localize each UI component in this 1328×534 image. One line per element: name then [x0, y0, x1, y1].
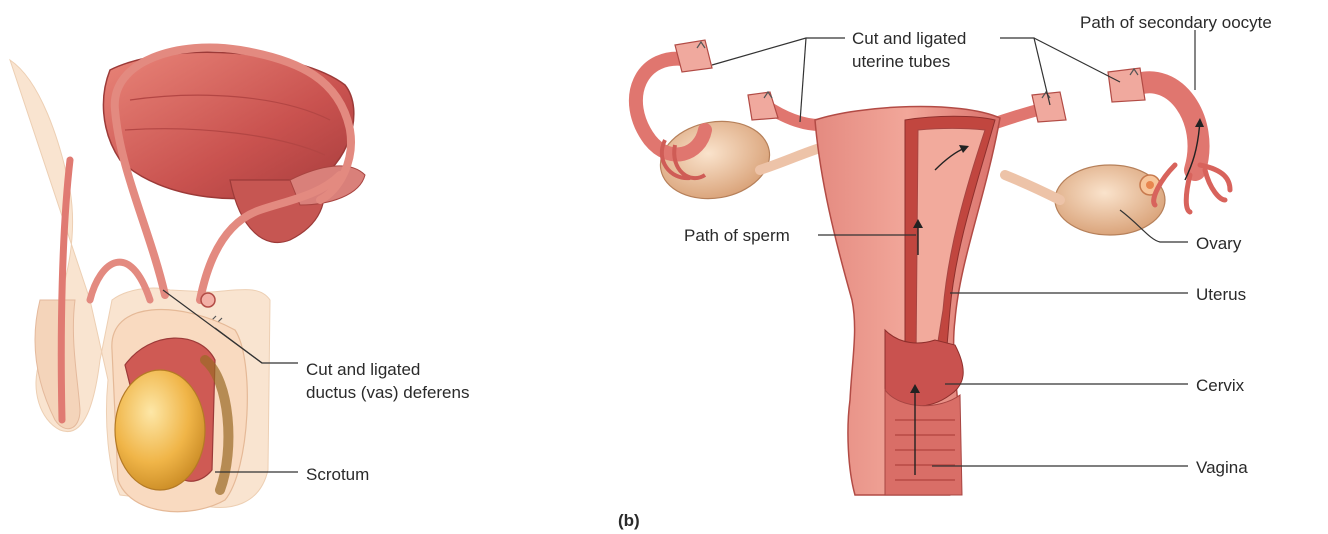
- testis: [115, 370, 205, 490]
- label-ductus-deferens-line1: Cut and ligated: [306, 360, 420, 379]
- label-sperm-path: Path of sperm: [684, 226, 790, 245]
- label-uterine-tubes-line1: Cut and ligated: [852, 29, 966, 48]
- female-anatomy: [636, 40, 1230, 495]
- label-oocyte-path: Path of secondary oocyte: [1080, 13, 1272, 32]
- left-uterine-tube-distal: [636, 59, 705, 155]
- label-uterus: Uterus: [1196, 285, 1246, 304]
- label-scrotum: Scrotum: [306, 465, 369, 484]
- label-ovary: Ovary: [1196, 234, 1242, 253]
- label-uterine-tubes-line2: uterine tubes: [852, 52, 950, 71]
- label-cervix: Cervix: [1196, 376, 1245, 395]
- label-ductus-deferens-line2: ductus (vas) deferens: [306, 383, 469, 402]
- label-vagina: Vagina: [1196, 458, 1248, 477]
- left-tube-cut-end: [675, 40, 712, 72]
- male-anatomy: [10, 48, 365, 512]
- panel-caption: (b): [618, 511, 640, 530]
